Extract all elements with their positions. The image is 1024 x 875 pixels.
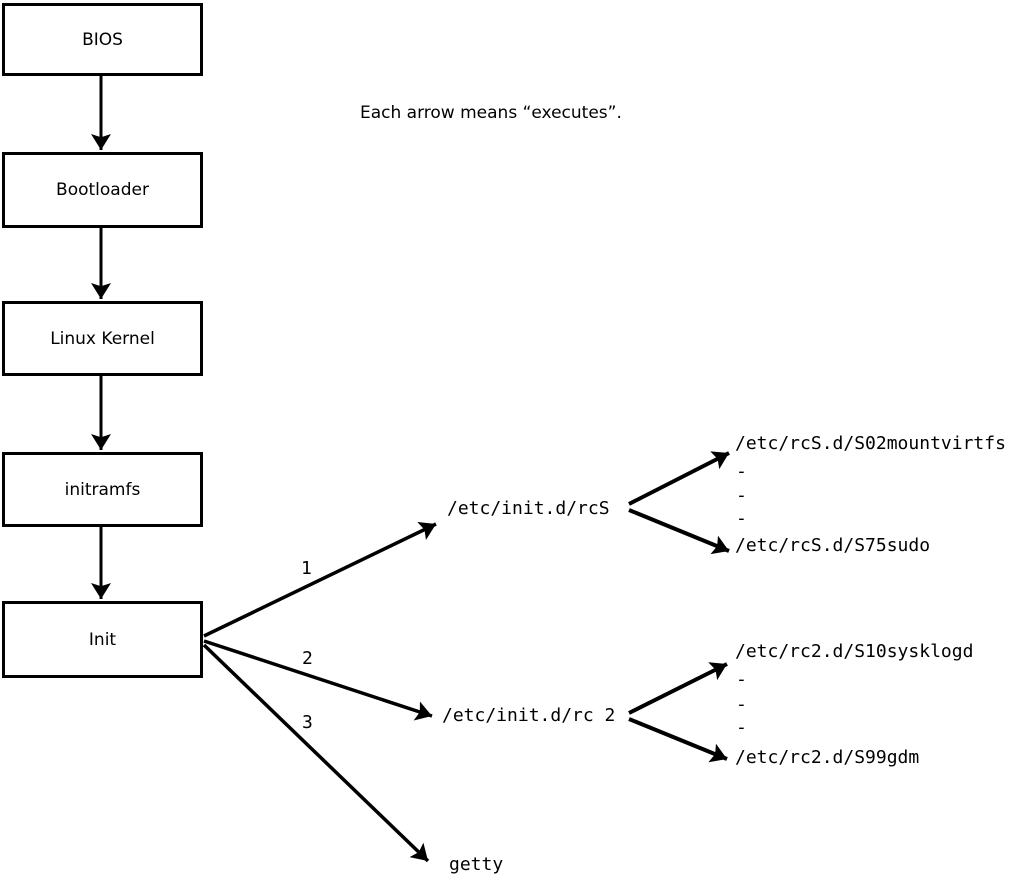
- script-rc2-first: /etc/rc2.d/S10sysklogd: [735, 641, 974, 662]
- target-rcS: /etc/init.d/rcS: [447, 498, 610, 519]
- box-linux-kernel: Linux Kernel: [2, 301, 203, 376]
- box-bootloader-label: Bootloader: [56, 180, 149, 200]
- box-bios: BIOS: [2, 3, 203, 76]
- arrow-rc2-to-last-script: [628, 717, 728, 763]
- target-getty: getty: [449, 854, 504, 875]
- script-rc2-ellipsis-1: -: [736, 669, 747, 690]
- arrow-rcS-to-last-script: [628, 508, 730, 555]
- box-bootloader: Bootloader: [2, 152, 203, 228]
- arrow-rc2-to-first-script: [628, 662, 728, 715]
- arrow-init-to-rc2: [203, 639, 433, 721]
- arrow-init-to-rcS: [203, 521, 437, 638]
- script-rc2-ellipsis-3: -: [736, 717, 747, 738]
- arrow-rcS-to-first-script: [628, 451, 730, 506]
- script-rcS-first: /etc/rcS.d/S02mountvirtfs: [735, 433, 1006, 454]
- box-init: Init: [2, 601, 203, 678]
- target-rc2: /etc/init.d/rc 2: [442, 705, 616, 726]
- box-linux-kernel-label: Linux Kernel: [50, 328, 155, 349]
- arrow-init-to-getty: [202, 643, 430, 863]
- script-rcS-ellipsis-2: -: [736, 485, 747, 506]
- arrow-label-2: 2: [302, 648, 313, 669]
- script-rcS-ellipsis-1: -: [736, 461, 747, 482]
- box-bios-label: BIOS: [82, 29, 123, 50]
- box-initramfs: initramfs: [2, 452, 203, 527]
- box-init-label: Init: [88, 629, 117, 650]
- box-initramfs-label: initramfs: [64, 479, 141, 500]
- arrow-label-3: 3: [302, 712, 313, 733]
- script-rc2-last: /etc/rc2.d/S99gdm: [735, 747, 920, 768]
- script-rc2-ellipsis-2: -: [736, 694, 747, 715]
- legend-text: Each arrow means “executes”.: [360, 103, 622, 123]
- script-rcS-ellipsis-3: -: [736, 508, 747, 529]
- script-rcS-last: /etc/rcS.d/S75sudo: [735, 535, 931, 556]
- arrow-label-1: 1: [301, 558, 312, 579]
